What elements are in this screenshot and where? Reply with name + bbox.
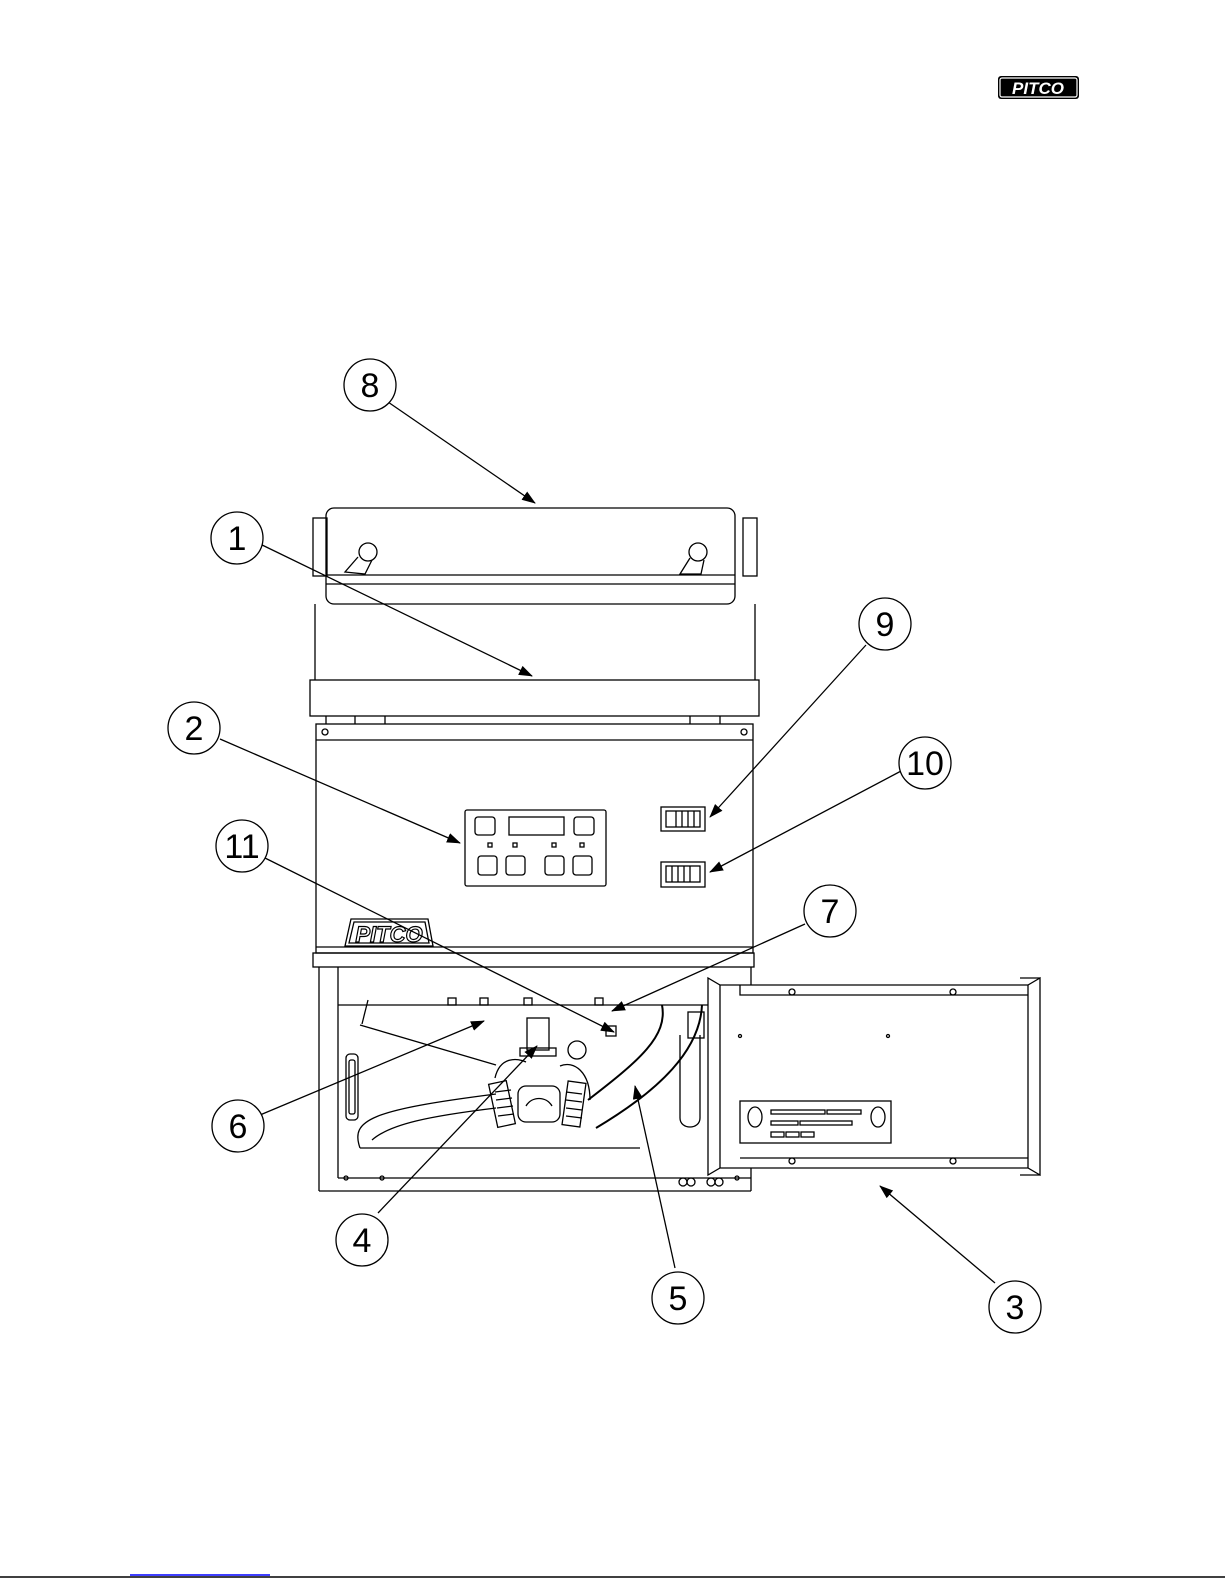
svg-text:3: 3 (1006, 1289, 1025, 1327)
drain-hose-edge-b (596, 1005, 702, 1128)
front-logo-text: PITCO (355, 922, 422, 947)
drain-valve (489, 1018, 616, 1127)
svg-text:7: 7 (821, 893, 840, 931)
callout-7: 7 (804, 885, 856, 937)
svg-text:5: 5 (669, 1280, 688, 1318)
svg-text:10: 10 (906, 745, 944, 783)
leader-3 (880, 1186, 995, 1283)
drain-hose-edge-a (588, 1005, 663, 1100)
basket-hanger (313, 508, 757, 680)
callout-10: 10 (899, 737, 951, 789)
svg-text:6: 6 (229, 1108, 248, 1146)
header-logo-text: PITCO (1012, 79, 1064, 98)
header-logo: PITCO (998, 76, 1079, 99)
leader-1 (258, 543, 532, 676)
callout-6: 6 (212, 1100, 264, 1152)
callout-1: 1 (211, 512, 263, 564)
svg-text:11: 11 (224, 828, 259, 866)
control-panel: PITCO (316, 724, 753, 953)
callout-3: 3 (989, 1281, 1041, 1333)
top-cap (310, 680, 759, 724)
cabinet-door (708, 978, 1040, 1175)
rocker-switch-lower (661, 862, 705, 887)
front-logo: PITCO (345, 919, 433, 947)
svg-text:8: 8 (361, 367, 380, 405)
leader-4 (378, 1046, 537, 1213)
svg-text:4: 4 (353, 1222, 372, 1260)
callout-4: 4 (336, 1214, 388, 1266)
leader-11 (265, 858, 614, 1032)
leader-9 (710, 645, 866, 817)
leader-8 (388, 402, 535, 503)
callout-5: 5 (652, 1272, 704, 1324)
leader-5 (635, 1086, 675, 1268)
controller-keypad (465, 810, 606, 886)
lower-cabinet (313, 953, 754, 1191)
svg-text:2: 2 (185, 710, 204, 748)
callout-2: 2 (168, 702, 220, 754)
svg-text:9: 9 (876, 606, 895, 644)
callout-11: 11 (216, 820, 268, 872)
callout-8: 8 (344, 359, 396, 411)
rocker-switch-upper (661, 807, 705, 831)
callout-9: 9 (859, 598, 911, 650)
svg-text:1: 1 (228, 520, 247, 558)
